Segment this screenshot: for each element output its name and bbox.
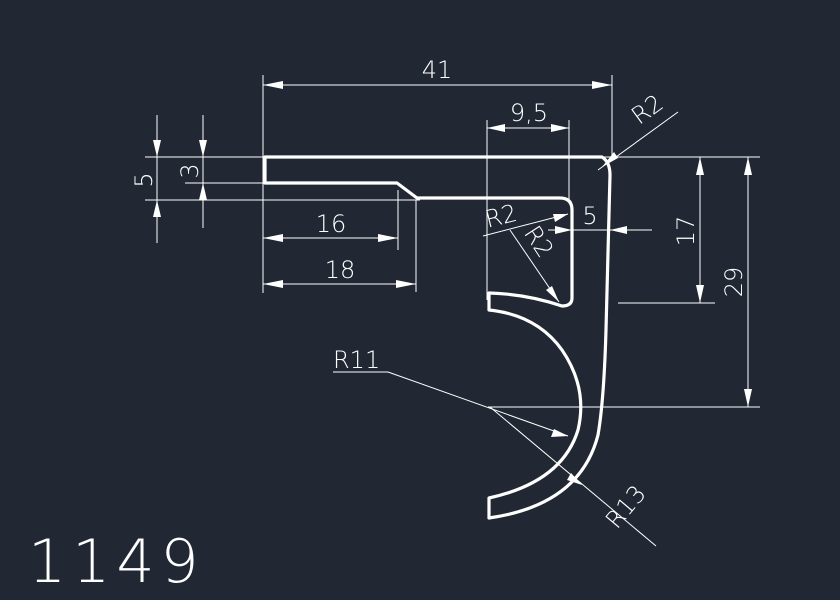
dimension-r11: R11 <box>333 346 569 437</box>
dim-label-r2-inner-b: R2 <box>518 221 559 263</box>
dimension-3: 3 <box>176 115 207 228</box>
dim-label-5-wall: 5 <box>582 202 597 230</box>
dimension-r2-corner: R2 <box>597 89 679 171</box>
dim-label-3: 3 <box>176 163 204 178</box>
dim-label-r2-inner-a: R2 <box>482 199 520 234</box>
dim-label-r11: R11 <box>333 346 380 374</box>
profile-outline <box>263 155 612 520</box>
part-number: 1149 <box>28 527 205 597</box>
dimension-18: 18 <box>263 256 416 288</box>
dim-label-r13: R13 <box>600 480 652 534</box>
dimension-17: 17 <box>672 157 704 303</box>
dimension-29: 29 <box>720 157 752 407</box>
dim-label-5-left: 5 <box>130 172 158 187</box>
extension-lines <box>145 75 760 408</box>
dim-label-18: 18 <box>325 256 356 284</box>
dimension-r2-inner-a: R2 <box>482 199 569 237</box>
dimension-16: 16 <box>263 210 398 242</box>
dim-label-41: 41 <box>422 56 453 84</box>
dimension-5-wall: 5 <box>548 202 652 234</box>
dimension-9-5: 9,5 <box>487 99 569 132</box>
dimension-5-left: 5 <box>130 115 161 243</box>
dimension-r2-inner-b: R2 <box>509 221 560 303</box>
dim-label-29: 29 <box>720 267 748 298</box>
dim-label-17: 17 <box>672 216 700 247</box>
dim-label-16: 16 <box>316 210 347 238</box>
dim-label-9-5: 9,5 <box>510 99 548 127</box>
dimension-r13: R13 <box>489 406 657 547</box>
dimension-41: 41 <box>263 56 612 89</box>
